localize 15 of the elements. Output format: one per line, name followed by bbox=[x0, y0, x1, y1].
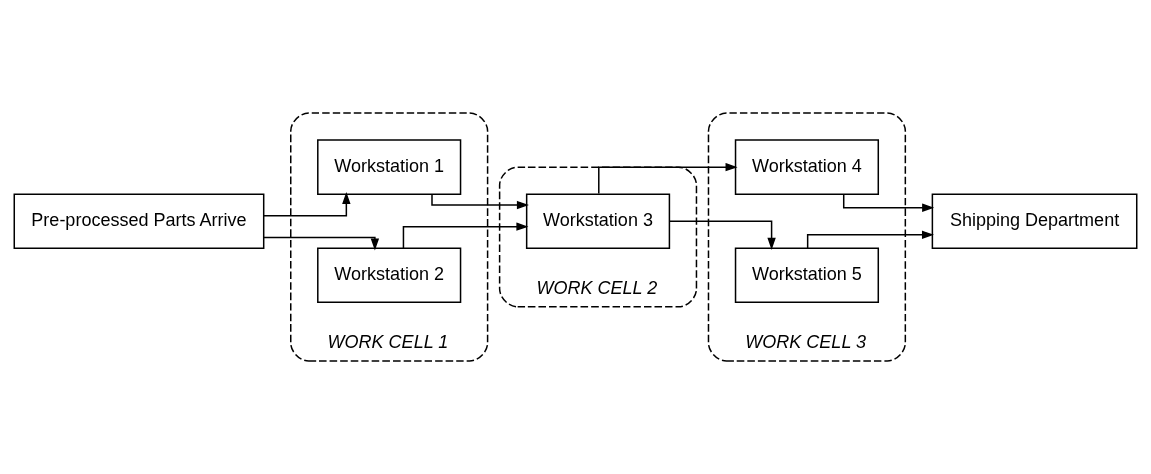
arrow bbox=[263, 236, 380, 251]
node-box: Workstation 2 bbox=[317, 247, 462, 304]
node-box: Workstation 5 bbox=[734, 247, 880, 304]
node-box: Workstation 4 bbox=[734, 139, 880, 195]
node-box: Workstation 3 bbox=[525, 193, 671, 249]
arrow bbox=[668, 220, 776, 250]
node-box: Pre-processed Parts Arrive bbox=[13, 193, 265, 249]
arrow bbox=[842, 193, 935, 212]
arrow bbox=[263, 192, 351, 217]
arrow bbox=[402, 222, 529, 249]
node-box: Workstation 1 bbox=[317, 139, 462, 195]
node-box: Shipping Department bbox=[931, 193, 1138, 249]
arrow bbox=[806, 230, 934, 249]
arrow bbox=[598, 162, 738, 195]
arrow bbox=[431, 193, 529, 210]
